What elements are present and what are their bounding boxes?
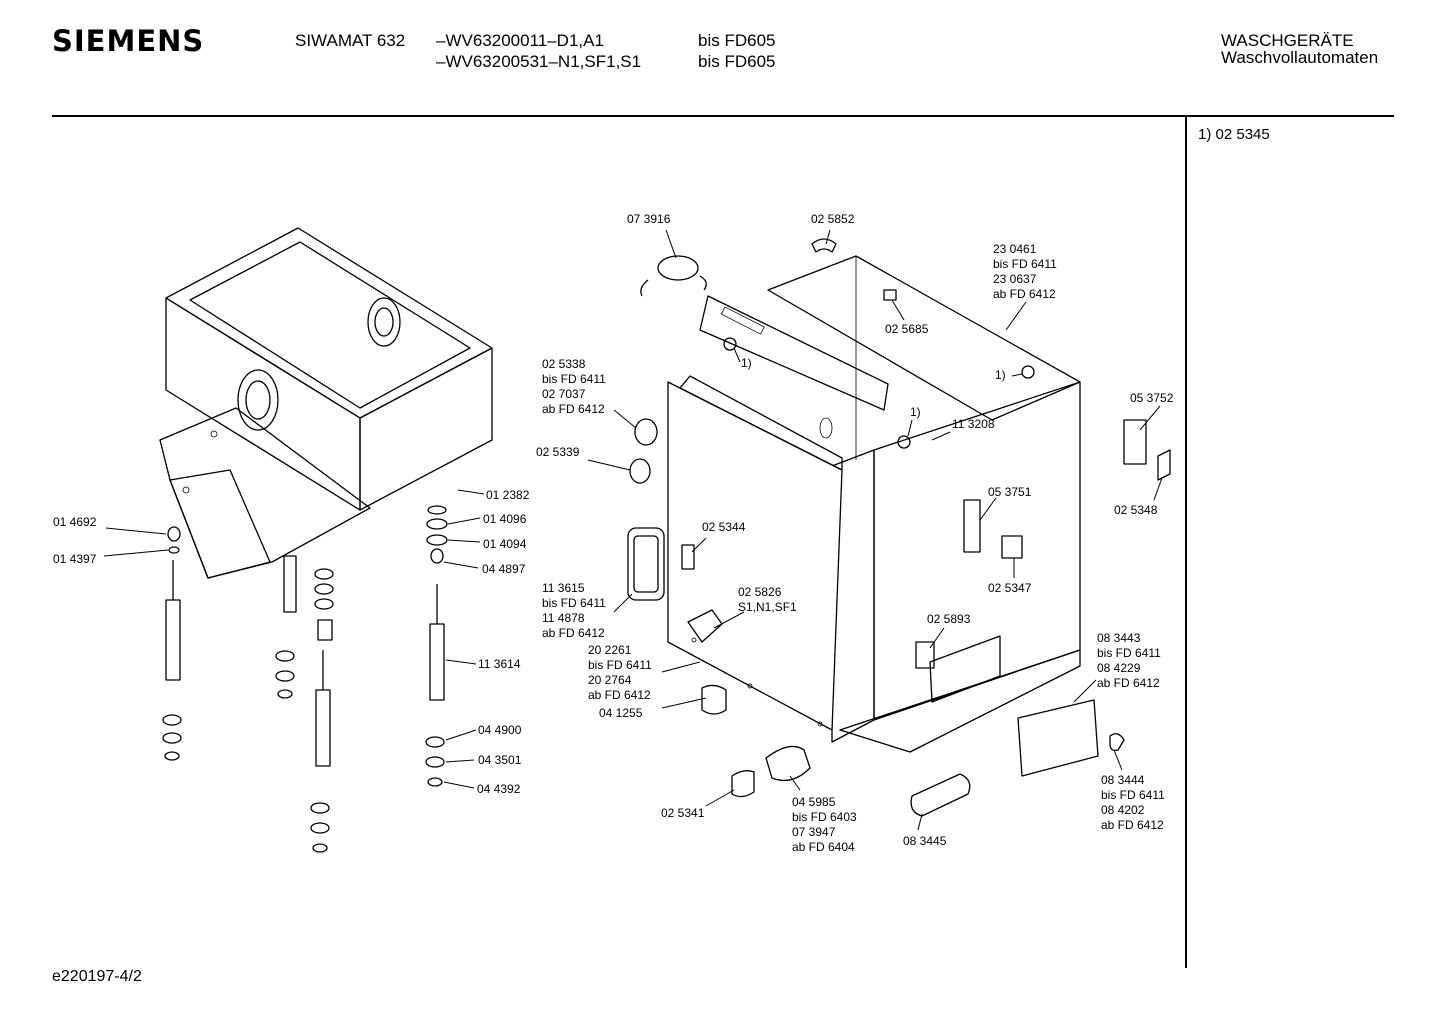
part-label-014096: 01 4096: [483, 512, 527, 526]
part-label-014692: 01 4692: [53, 515, 97, 529]
part-label-053751: 05 3751: [988, 485, 1032, 499]
part-label-083445: 08 3445: [903, 834, 947, 848]
part-label-043501: 04 3501: [478, 753, 522, 767]
part-label-230461: 23 0461 bis FD 6411 23 0637 ab FD 6412: [993, 242, 1057, 301]
header-divider: [52, 115, 1394, 117]
part-label-044900: 04 4900: [478, 723, 522, 737]
tub-housing-drawing: [159, 227, 493, 579]
drawing-reference-code: e220197-4/2: [52, 968, 142, 985]
part-label-044392: 04 4392: [477, 782, 521, 796]
part-label-025341: 02 5341: [661, 806, 705, 820]
part-label-footnote-ref-a: 1): [741, 356, 752, 370]
part-label-053752: 05 3752: [1130, 391, 1174, 405]
part-label-025338: 02 5338 bis FD 6411 02 7037 ab FD 6412: [542, 357, 606, 416]
part-label-025685: 02 5685: [885, 322, 929, 336]
serial-range-2: bis FD605: [698, 52, 776, 71]
part-label-025893: 02 5893: [927, 612, 971, 626]
part-label-113208: 11 3208: [952, 417, 995, 431]
part-label-041255: 04 1255: [599, 706, 643, 720]
part-label-045985: 04 5985 bis FD 6403 07 3947 ab FD 6404: [792, 795, 857, 854]
part-label-113615: 11 3615 bis FD 6411 11 4878 ab FD 6412: [542, 581, 606, 640]
part-label-025826: 02 5826 S1,N1,SF1: [738, 585, 797, 614]
part-label-025348: 02 5348: [1114, 503, 1158, 517]
part-label-025339: 02 5339: [536, 445, 580, 459]
side-column-divider: [1185, 117, 1187, 968]
part-label-083443: 08 3443 bis FD 6411 08 4229 ab FD 6412: [1097, 631, 1161, 690]
model-variant-2: –WV63200531–N1,SF1,S1: [436, 52, 642, 71]
part-label-012382: 01 2382: [486, 488, 530, 502]
model-variant-1: –WV63200011–D1,A1: [436, 31, 604, 50]
footnote-1: 1) 02 5345: [1198, 126, 1270, 143]
serial-range-1: bis FD605: [698, 31, 776, 50]
product-subcategory: Waschvollautomaten: [1221, 48, 1379, 67]
part-label-113614: 11 3614: [478, 657, 521, 671]
part-label-025852: 02 5852: [811, 212, 855, 226]
part-label-083444: 08 3444 bis FD 6411 08 4202 ab FD 6412: [1101, 773, 1165, 832]
part-label-025347: 02 5347: [988, 581, 1032, 595]
model-name: SIWAMAT 632: [295, 31, 406, 50]
part-label-044897: 04 4897: [482, 562, 526, 576]
product-category: WASCHGERÄTE: [1221, 31, 1354, 50]
small-parts-drawing: [162, 238, 1171, 853]
brand-logo: SIEMENS: [52, 24, 205, 58]
leader-lines: [103, 229, 1163, 831]
part-label-025344: 02 5344: [702, 520, 746, 534]
part-label-footnote-ref-c: 1): [910, 405, 921, 419]
part-label-073916: 07 3916: [627, 212, 671, 226]
part-label-014094: 01 4094: [483, 537, 527, 551]
part-label-014397: 01 4397: [53, 552, 97, 566]
part-label-202261: 20 2261 bis FD 6411 20 2764 ab FD 6412: [588, 643, 652, 702]
part-label-footnote-ref-b: 1): [995, 368, 1006, 382]
cabinet-drawing: [667, 255, 1081, 753]
